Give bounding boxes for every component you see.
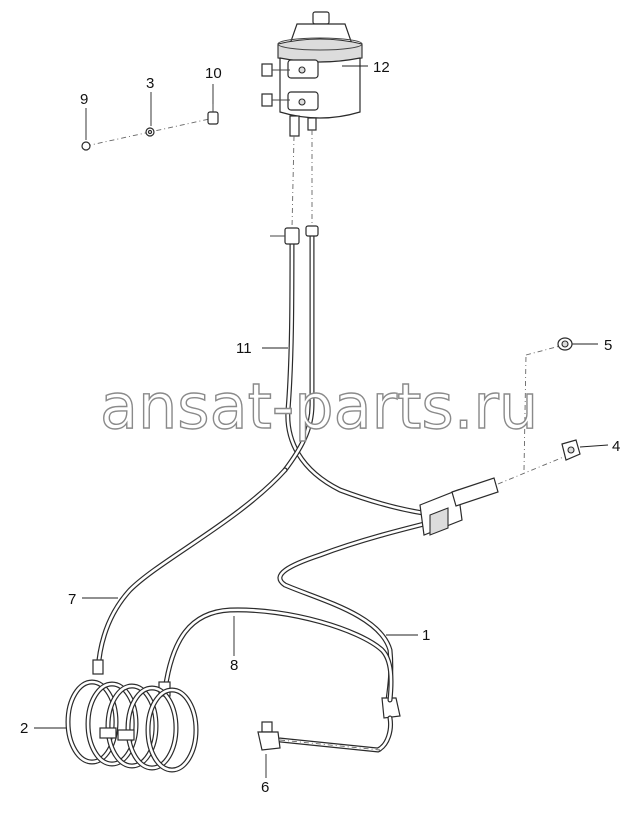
callout-11: 11 — [236, 340, 252, 357]
callout-6: 6 — [261, 779, 269, 796]
callout-3: 3 — [146, 75, 154, 92]
callout-8: 8 — [230, 657, 238, 674]
callout-5: 5 — [604, 337, 612, 354]
canister-part-12 — [261, 11, 363, 137]
coil-part-2 — [65, 679, 199, 773]
centerline-left — [291, 135, 295, 229]
plug-part-5 — [557, 337, 573, 351]
valve-bracket — [419, 345, 567, 536]
clip-part-4 — [561, 439, 581, 461]
callout-1: 1 — [422, 627, 430, 644]
hose-part-11 — [270, 225, 441, 518]
hose-part-8 — [158, 607, 394, 703]
fastener-group — [81, 104, 219, 151]
hose-part-7 — [92, 467, 288, 675]
leader-lines — [34, 65, 609, 778]
connector-part-6 — [257, 721, 381, 751]
callout-4: 4 — [612, 438, 620, 455]
callout-10: 10 — [205, 65, 222, 82]
callout-2: 2 — [20, 720, 28, 737]
watermark-text: ansat-parts.ru — [100, 370, 538, 443]
callout-7: 7 — [68, 591, 76, 608]
callout-9: 9 — [80, 91, 88, 108]
callout-12: 12 — [373, 59, 390, 76]
